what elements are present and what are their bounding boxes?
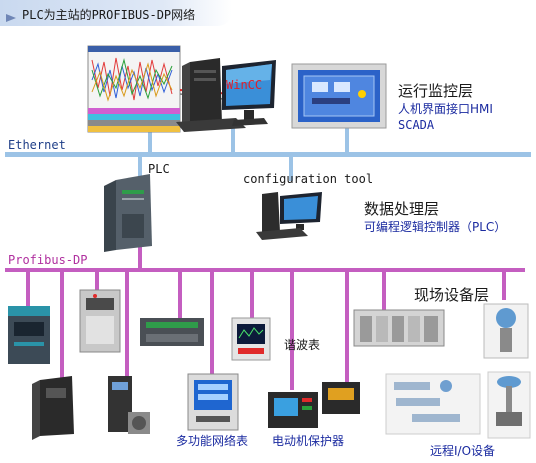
profibus-bus — [5, 246, 525, 390]
multifunction-meter-device — [187, 373, 239, 431]
config-tool-pc — [256, 192, 322, 240]
harmonic-meter-device — [231, 317, 271, 361]
transmitter-device — [483, 303, 529, 359]
processing-layer-title: 数据处理层 — [364, 200, 440, 218]
processing-layer-plc: 可编程逻辑控制器（PLC） — [364, 220, 507, 234]
compact-plc-device — [140, 318, 204, 346]
motor-protector-module — [322, 382, 360, 414]
inverter-device — [8, 306, 50, 364]
bullet-icon — [5, 8, 17, 27]
profibus-label: Profibus-DP — [8, 253, 88, 267]
drive-device — [32, 376, 74, 440]
wincc-label: WinCC — [226, 78, 263, 92]
field-layer-title: 现场设备层 — [414, 286, 490, 304]
ethernet-label: Ethernet — [8, 138, 66, 152]
soft-starter-device — [79, 289, 121, 353]
monitoring-layer-title: 运行监控层 — [398, 82, 474, 100]
monitoring-layer-scada: SCADA — [398, 118, 435, 132]
config-tool-label: configuration tool — [243, 172, 374, 186]
hmi-panel — [291, 63, 387, 129]
motor-protector-label: 电动机保护器 — [272, 434, 345, 448]
scada-chart-screen — [87, 45, 181, 133]
wincc-workstation — [176, 58, 276, 132]
plc-label: PLC — [148, 162, 170, 176]
title-bar: PLC为主站的PROFIBUS-DP网络 — [0, 0, 232, 26]
page-title: PLC为主站的PROFIBUS-DP网络 — [22, 8, 196, 22]
servo-drive-device — [108, 376, 150, 434]
remote-io-rack — [353, 309, 445, 347]
ethernet-bus — [5, 126, 531, 181]
flowmeter-devices — [385, 373, 481, 435]
monitoring-layer-hmi: 人机界面接口HMI — [398, 102, 493, 116]
multifunction-meter-label: 多功能网络表 — [176, 434, 249, 448]
harmonic-meter-label: 谐波表 — [284, 338, 321, 352]
plc-module — [104, 174, 152, 252]
remote-io-label: 远程I/O设备 — [430, 444, 496, 458]
control-valve-device — [487, 371, 531, 439]
motor-protector-device — [268, 392, 318, 428]
